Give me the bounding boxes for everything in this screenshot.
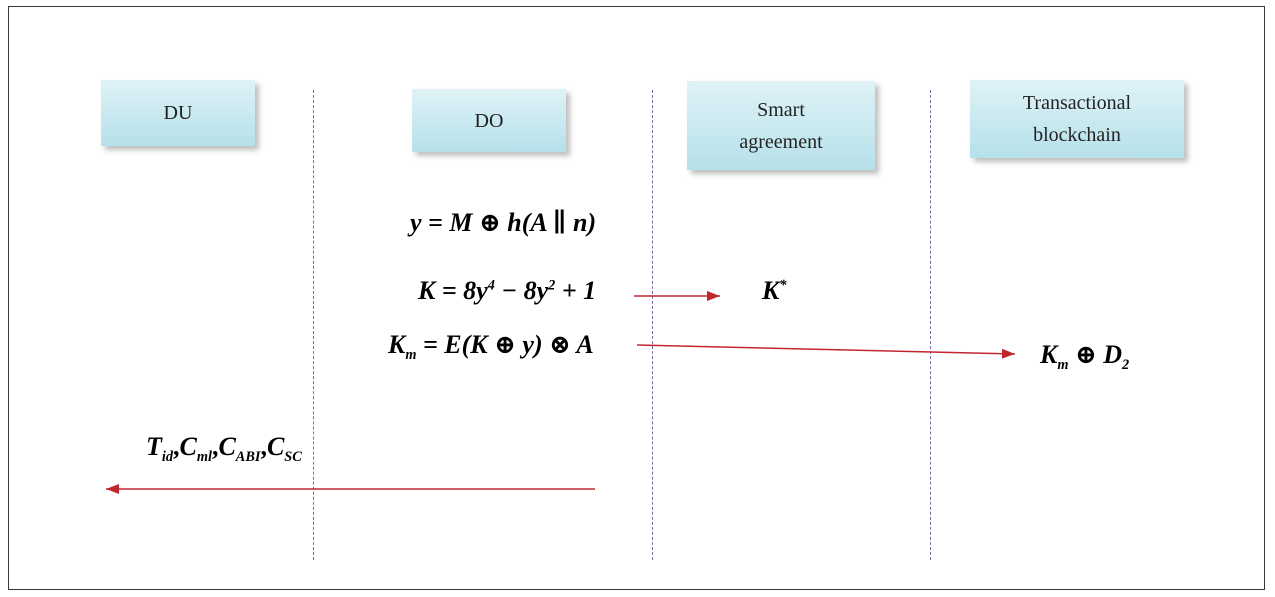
equation-tid-t-sub: id — [161, 449, 174, 466]
actor-do-label: DO — [474, 109, 504, 132]
equation-k-star-base: K — [762, 276, 780, 305]
equation-km-d2: Km ⊕ D2 — [1040, 340, 1129, 374]
equation-k-star-sup: * — [779, 277, 787, 294]
equation-km-sub: m — [405, 347, 417, 364]
actor-du-label: DU — [163, 102, 193, 124]
equation-y-rhs: = M ⊕ h(A ∥ n) — [428, 208, 597, 237]
equation-y-lhs: y — [410, 208, 422, 237]
equation-tid-c2: C — [218, 432, 236, 461]
equation-k: K = 8y4 − 8y2 + 1 — [418, 276, 596, 306]
actor-transactional-blockchain-label: Transactional blockchain — [1022, 92, 1132, 146]
actor-transactional-blockchain: Transactional blockchain — [970, 80, 1184, 158]
equation-k-rhs: = 8y — [441, 276, 488, 305]
lifeline-smart-agreement — [930, 90, 931, 560]
equation-km-d2-base: K — [1040, 340, 1058, 369]
actor-do: DO — [412, 89, 566, 152]
equation-tid-c1: C — [179, 432, 197, 461]
equation-k-exp2: 2 — [548, 277, 556, 294]
actor-smart-agreement-label: Smart agreement — [739, 98, 823, 153]
lifeline-do — [652, 90, 653, 560]
equation-km: Km = E(K ⊕ y) ⊗ A — [388, 330, 594, 364]
lifeline-du — [313, 90, 314, 560]
actor-du: DU — [101, 80, 255, 146]
equation-tid-t: T — [146, 432, 162, 461]
equation-km-d2-sub2: 2 — [1122, 357, 1130, 374]
equation-k-star: K* — [762, 276, 787, 306]
equation-tid-c3: C — [266, 432, 285, 461]
equation-tid-c3-sub: SC — [284, 449, 302, 466]
equation-k-exp1: 4 — [487, 277, 495, 294]
equation-km-d2-sub: m — [1057, 357, 1069, 374]
equation-km-lhs: K — [388, 330, 406, 359]
equation-k-mid: − 8y — [494, 276, 549, 305]
equation-km-d2-mid: ⊕ D — [1068, 340, 1123, 369]
equation-tid-c2-sub: ABI — [235, 449, 261, 466]
equation-km-rhs: = E(K ⊕ y) ⊗ A — [422, 330, 594, 359]
equation-y: y = M ⊕ h(A ∥ n) — [410, 208, 596, 238]
equation-k-lhs: K — [418, 276, 436, 305]
equation-k-tail: + 1 — [555, 276, 597, 305]
arrow-do-to-blockchain — [636, 344, 1016, 359]
equation-tid-c: Tid,Cml,CABI,CSC — [146, 432, 302, 466]
equation-tid-c1-sub: ml — [196, 449, 212, 466]
actor-smart-agreement: Smart agreement — [687, 81, 875, 170]
